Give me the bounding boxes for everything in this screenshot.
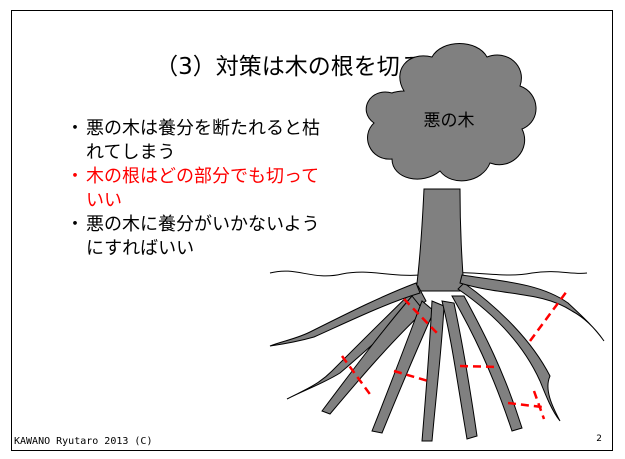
cut-mark (528, 290, 569, 342)
bullet-item-2: ・ 木の根はどの部分でも切っていい (66, 165, 336, 213)
bullet-list: ・ 悪の木は養分を断たれると枯れてしまう ・ 木の根はどの部分でも切っていい ・… (66, 117, 336, 261)
cut-mark (532, 390, 546, 420)
tree-trunk (415, 188, 465, 292)
cut-mark (393, 369, 429, 383)
bullet-text: 木の根はどの部分でも切っていい (86, 166, 320, 211)
evil-tree-illustration: 悪の木 (269, 43, 605, 442)
tree-roots (269, 274, 605, 442)
copyright-footer: KAWANO Ryutaro 2013 (C) (14, 436, 153, 447)
bullet-item-1: ・ 悪の木は養分を断たれると枯れてしまう (66, 117, 336, 165)
cut-mark (507, 401, 543, 409)
cut-marks (340, 290, 569, 420)
cut-mark (340, 355, 374, 398)
bullet-mark: ・ (66, 214, 84, 235)
bullet-mark: ・ (66, 118, 84, 139)
page-number: 2 (596, 434, 602, 444)
slide: （3）対策は木の根を切ること ・ 悪の木は養分を断たれると枯れてしまう ・ 木の… (11, 10, 613, 451)
bullet-text: 悪の木は養分を断たれると枯れてしまう (86, 118, 320, 163)
bullet-text: 悪の木に養分がいかないようにすればいい (86, 214, 320, 259)
cut-mark (403, 298, 438, 334)
cut-mark (459, 364, 499, 369)
bullet-mark: ・ (66, 166, 84, 187)
bullet-item-3: ・ 悪の木に養分がいかないようにすればいい (66, 213, 336, 261)
tree-label: 悪の木 (424, 111, 475, 131)
tree-canopy (365, 43, 537, 182)
